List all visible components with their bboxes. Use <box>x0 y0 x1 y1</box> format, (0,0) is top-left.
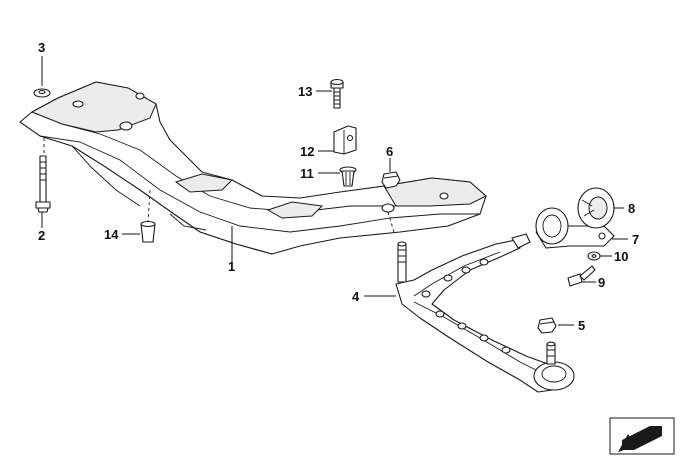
small-washer[interactable] <box>587 251 601 261</box>
callout-12: 12 <box>300 144 314 159</box>
leader-lines <box>41 56 628 326</box>
callout-5: 5 <box>578 318 585 333</box>
callout-4: 4 <box>352 289 360 304</box>
callout-9: 9 <box>598 275 605 290</box>
callout-6: 6 <box>386 144 393 159</box>
callout-13: 13 <box>298 84 312 99</box>
callout-11: 11 <box>300 166 314 181</box>
arrow-icon[interactable] <box>609 417 675 455</box>
rubber-mount-bracket[interactable] <box>535 207 615 249</box>
washer[interactable] <box>33 88 51 98</box>
bolt[interactable] <box>35 155 51 213</box>
callout-7: 7 <box>632 232 639 247</box>
control-arm[interactable] <box>395 233 575 393</box>
callout-3: 3 <box>38 40 45 55</box>
sleeve[interactable] <box>140 220 156 243</box>
hex-bolt[interactable] <box>330 78 344 109</box>
callouts: 3 2 14 1 13 12 11 6 4 5 8 7 10 9 <box>38 40 639 333</box>
axle-carrier[interactable] <box>19 81 487 255</box>
bracket[interactable] <box>333 125 357 155</box>
nut[interactable] <box>381 171 401 189</box>
callout-8: 8 <box>628 201 635 216</box>
callout-14: 14 <box>104 227 119 242</box>
callout-1: 1 <box>228 259 235 274</box>
callout-10: 10 <box>614 249 628 264</box>
rivet[interactable] <box>339 166 357 187</box>
callout-2: 2 <box>38 228 45 243</box>
hex-bolt-small[interactable] <box>567 265 596 287</box>
rubber-bushing[interactable] <box>577 187 615 229</box>
self-locking-nut[interactable] <box>537 317 557 334</box>
